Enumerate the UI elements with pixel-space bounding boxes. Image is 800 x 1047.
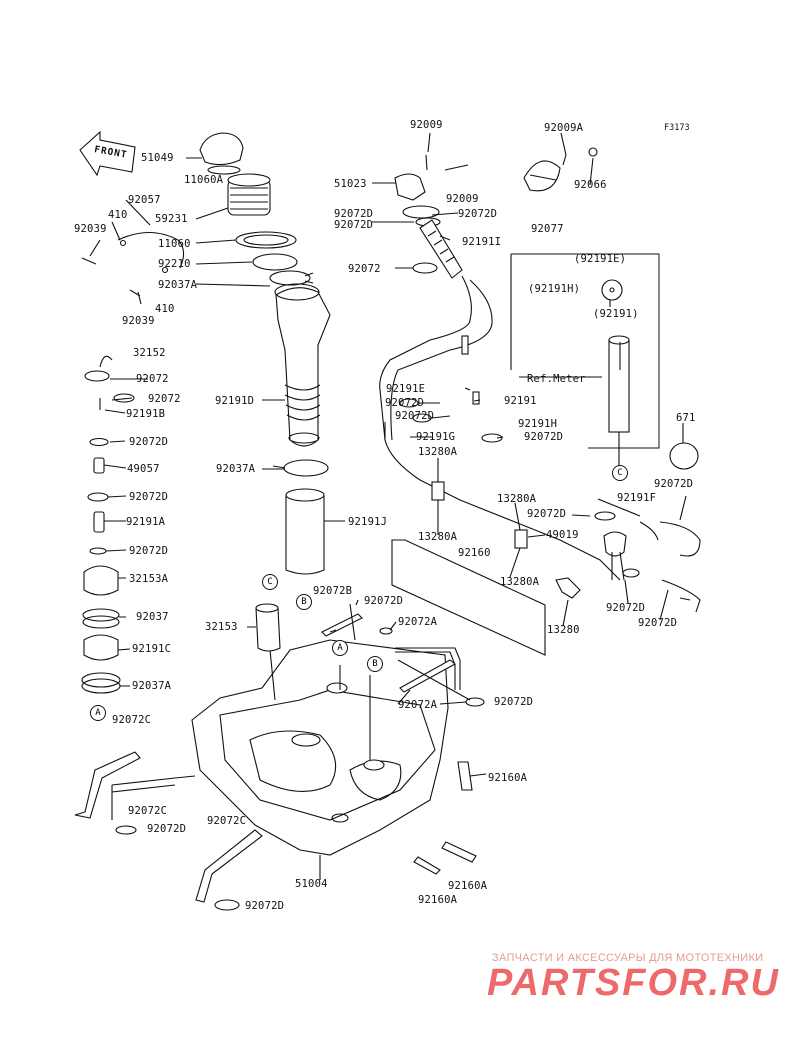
part-label: 92072D: [606, 602, 646, 614]
part-label: 13280: [547, 624, 580, 636]
part-label: 92072: [136, 373, 169, 385]
part-label: 92191A: [126, 516, 166, 528]
part-label: 59231: [155, 213, 188, 225]
part-label: 49057: [127, 463, 160, 475]
part-label: 92072D: [129, 436, 169, 448]
part-label: 92072D: [129, 545, 169, 557]
part-label: 92077: [531, 223, 564, 235]
part-label: 410: [155, 303, 175, 315]
part-label: 13280A: [500, 576, 540, 588]
part-label: 92037A: [158, 279, 198, 291]
part-label: 51023: [334, 178, 367, 190]
part-label: 92009: [410, 119, 443, 131]
part-label: 92160A: [418, 894, 458, 906]
part-label: 92072D: [494, 696, 534, 708]
part-label: 92072D: [334, 208, 374, 220]
part-label: 92072D: [385, 397, 425, 409]
part-label: 92072D: [245, 900, 285, 912]
part-label: 32153A: [129, 573, 169, 585]
part-label: 92037A: [132, 680, 172, 692]
part-label: 92072D: [334, 219, 374, 231]
ref-circle-b: B: [296, 594, 312, 610]
ref-circle-c: C: [262, 574, 278, 590]
part-label: 92191J: [348, 516, 388, 528]
part-label: 92072B: [313, 585, 353, 597]
part-label: (92191H): [528, 283, 581, 295]
filler-hose: [275, 287, 331, 447]
part-label: 92072: [148, 393, 181, 405]
watermark-logo: PARTSFOR.RU: [487, 962, 780, 1004]
part-label: 92009A: [544, 122, 584, 134]
ref-circle-b: B: [367, 656, 383, 672]
part-label: 92072D: [395, 410, 435, 422]
part-label: 92191B: [126, 408, 166, 420]
part-label: 92072C: [128, 805, 168, 817]
part-label: 92072C: [112, 714, 152, 726]
part-label: 92191F: [617, 492, 657, 504]
filler-cap: [199, 132, 244, 166]
part-label: 13280A: [418, 446, 458, 458]
part-label: 92160: [458, 547, 491, 559]
part-label: 92039: [74, 223, 107, 235]
part-label: (92191): [593, 308, 639, 320]
part-label: 92160A: [448, 880, 488, 892]
part-label: 92072A: [398, 616, 438, 628]
part-label: 92072C: [207, 815, 247, 827]
part-label: 92057: [128, 194, 161, 206]
part-label: 92191E: [386, 383, 426, 395]
part-label: 92037A: [216, 463, 256, 475]
part-label: 11060: [158, 238, 191, 250]
part-label: 32152: [133, 347, 166, 359]
part-label: 51004: [295, 878, 328, 890]
part-label: 92072D: [638, 617, 678, 629]
part-label: 11060A: [184, 174, 224, 186]
part-label: 92072D: [129, 491, 169, 503]
part-label: 92009: [446, 193, 479, 205]
part-label: 92210: [158, 258, 191, 270]
part-label: 51049: [141, 152, 174, 164]
part-label: 92039: [122, 315, 155, 327]
part-label: 92072D: [527, 508, 567, 520]
part-label: (92191E): [574, 253, 627, 265]
part-label: 92191G: [416, 431, 456, 443]
part-label: 92191D: [215, 395, 255, 407]
part-label: 92072D: [147, 823, 187, 835]
diagram-code: F3173: [664, 123, 690, 133]
part-label: 92191H: [518, 418, 558, 430]
front-arrow-icon: [79, 130, 136, 177]
part-label: 92072A: [398, 699, 438, 711]
part-label: 92072D: [524, 431, 564, 443]
part-label: 92191: [504, 395, 537, 407]
part-label: 92191C: [132, 643, 172, 655]
part-label: 13280A: [497, 493, 537, 505]
part-label: 92072D: [364, 595, 404, 607]
part-label: 92072D: [458, 208, 498, 220]
ref-circle-a: A: [332, 640, 348, 656]
part-label: Ref.Meter: [527, 373, 586, 385]
part-label: 92191I: [462, 236, 502, 248]
part-label: 32153: [205, 621, 238, 633]
part-label: 92072: [348, 263, 381, 275]
watermark-tagline: ЗАПЧАСТИ И АКСЕССУАРЫ ДЛЯ МОТОТЕХНИКИ: [492, 952, 764, 964]
part-label: 92072D: [654, 478, 694, 490]
part-label: 92160A: [488, 772, 528, 784]
ref-circle-c: C: [612, 465, 628, 481]
part-label: 49019: [546, 529, 579, 541]
part-label: 92037: [136, 611, 169, 623]
ref-circle-a: A: [90, 705, 106, 721]
part-label: 671: [676, 412, 696, 424]
part-label: 13280A: [418, 531, 458, 543]
part-label: 410: [108, 209, 128, 221]
part-label: 92066: [574, 179, 607, 191]
fuel-tank-body: [191, 639, 449, 856]
